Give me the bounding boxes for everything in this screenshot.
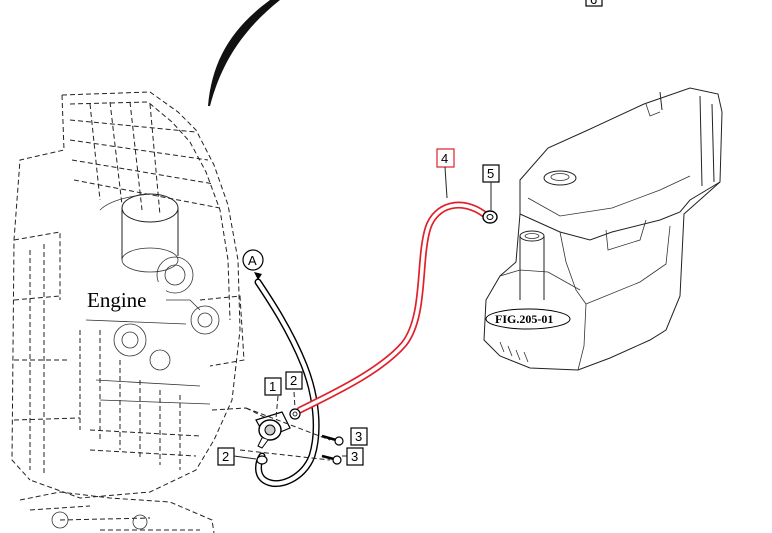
engine-label-bg [78,282,166,318]
bolt-lower [321,454,342,465]
fuel-tank-illustration [483,87,723,371]
callout-3-upper: 3 [350,427,368,446]
highlighted-hose [296,201,488,414]
callout-1: 1 [264,377,282,396]
callout-6-partial: 6 [585,0,603,7]
svg-text:2: 2 [222,449,229,464]
svg-text:6: 6 [590,0,597,7]
figure-label: FIG.205-01 [485,308,571,330]
washer-lower [256,455,268,465]
bolt-upper [321,434,344,446]
svg-text:FIG.205-01: FIG.205-01 [495,312,553,326]
hose-clamp-5 [482,210,498,224]
svg-text:5: 5 [487,166,494,181]
engine-label: Engine [87,288,146,312]
arc-graphic [208,0,280,106]
callout-2-upper: 2 [285,371,303,390]
ref-a-marker: A [242,249,264,280]
callout-5: 5 [482,164,500,210]
svg-text:1: 1 [269,379,276,394]
svg-text:4: 4 [441,151,448,166]
svg-text:2: 2 [290,373,297,388]
svg-text:3: 3 [351,449,358,464]
svg-text:A: A [248,253,257,268]
callout-2-lower: 2 [217,447,257,466]
engine-illustration [11,91,271,533]
svg-text:3: 3 [355,429,362,444]
callout-4: 4 [436,148,455,199]
valve-fitting [255,408,301,449]
callout-3-lower: 3 [342,447,364,466]
